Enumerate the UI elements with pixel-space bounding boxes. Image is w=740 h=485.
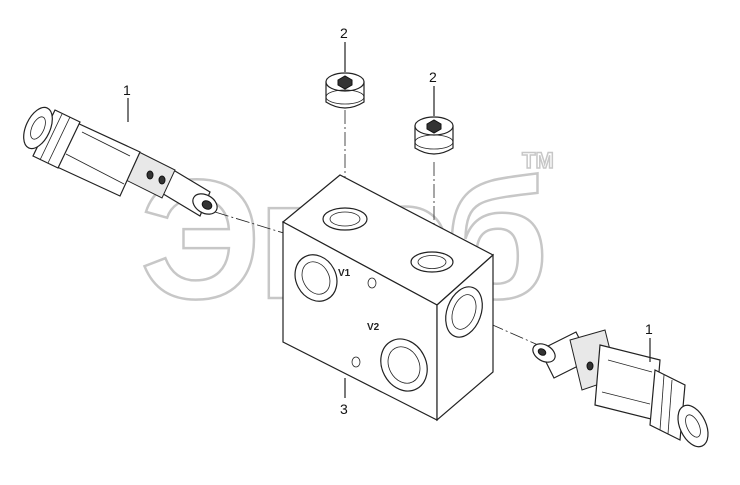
watermark-trademark: TM bbox=[522, 148, 554, 173]
cartridge-right bbox=[532, 329, 709, 448]
callout-cartridge-left: 1 bbox=[123, 82, 131, 98]
plug-right bbox=[414, 116, 454, 155]
cartridge-left bbox=[23, 106, 218, 217]
leader-lines bbox=[127, 42, 651, 398]
callout-block: 3 bbox=[340, 401, 348, 417]
callouts: 1 2 2 3 1 bbox=[123, 25, 653, 417]
port-v2-label: V2 bbox=[367, 322, 380, 333]
port-v1-label: V1 bbox=[338, 268, 351, 279]
callout-cartridge-right: 1 bbox=[645, 321, 653, 337]
plug-left bbox=[325, 72, 365, 109]
callout-plug-right: 2 bbox=[429, 69, 437, 85]
callout-plug-left: 2 bbox=[340, 25, 348, 41]
valve-block: V1 V2 bbox=[281, 174, 495, 422]
